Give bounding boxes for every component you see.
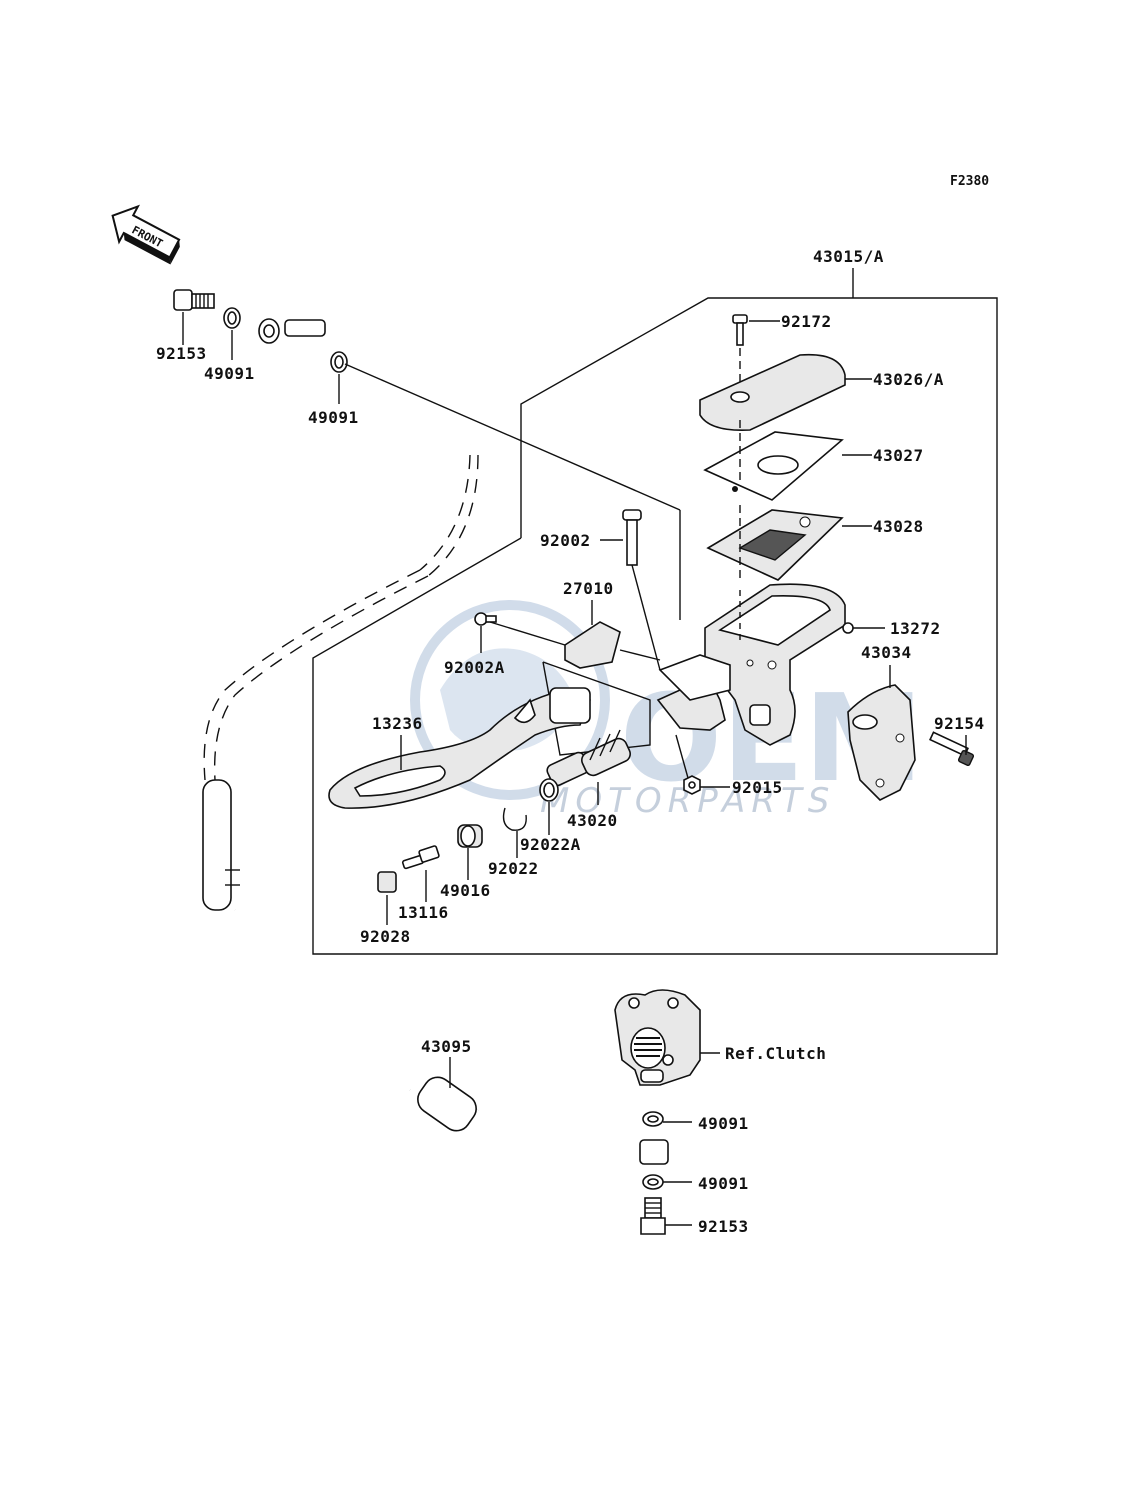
label-43028: 43028 [873, 517, 924, 536]
label-92172: 92172 [781, 312, 832, 331]
clutch-slave-cylinder [614, 989, 701, 1086]
label-92015: 92015 [732, 778, 783, 797]
label-92154: 92154 [934, 714, 985, 733]
banjo-bolt-92153-bottom [640, 1197, 666, 1235]
label-13272: 13272 [890, 619, 941, 638]
label-49091-a: 49091 [204, 364, 255, 383]
diaphragm-plate-43027 [703, 431, 844, 501]
label-27010: 27010 [563, 579, 614, 598]
label-92002: 92002 [540, 531, 591, 550]
screw-13272 [842, 622, 854, 634]
label-43034: 43034 [861, 643, 912, 662]
label-92002A: 92002A [444, 658, 505, 677]
front-arrow-icon: FRONT [111, 204, 181, 265]
label-49091-d: 49091 [698, 1174, 749, 1193]
label-13236: 13236 [372, 714, 423, 733]
diagram-code: F2380 [950, 174, 989, 189]
label-92022A: 92022A [520, 835, 581, 854]
piston-43020 [546, 729, 631, 787]
clutch-hose [202, 282, 669, 1165]
switch-27010 [564, 621, 621, 669]
screw-92172 [732, 314, 748, 346]
part-labels: 43015/A 92172 43026/A 43027 43028 92002 … [156, 247, 985, 1236]
diaphragm-43028 [706, 509, 844, 581]
clamp-43034 [847, 684, 916, 801]
label-43020: 43020 [567, 811, 618, 830]
label-49091-b: 49091 [308, 408, 359, 427]
banjo-bolt-92153-top [173, 289, 215, 311]
label-49016: 49016 [440, 881, 491, 900]
label-13116: 13116 [398, 903, 449, 922]
label-92153-top: 92153 [156, 344, 207, 363]
lever-holder [656, 654, 731, 731]
nut-92015 [683, 775, 701, 795]
cap-92028 [377, 871, 397, 893]
label-43026: 43026/A [873, 370, 944, 389]
label-49091-c: 49091 [698, 1114, 749, 1133]
label-43095: 43095 [421, 1037, 472, 1056]
boot-49016 [457, 824, 483, 848]
label-43015: 43015/A [813, 247, 884, 266]
label-43027: 43027 [873, 446, 924, 465]
label-92153-bottom: 92153 [698, 1217, 749, 1236]
circlip-92022 [502, 807, 527, 831]
reservoir-cover-43026 [699, 353, 846, 432]
clutch-lever-13236 [328, 687, 591, 809]
label-92028: 92028 [360, 927, 411, 946]
label-ref-clutch: Ref.Clutch [725, 1044, 826, 1063]
push-rod-13116 [401, 845, 440, 870]
pivot-bolt-92002 [622, 509, 642, 566]
label-92022: 92022 [488, 859, 539, 878]
assembly-outline [312, 297, 998, 955]
screw-92002A [474, 612, 497, 626]
bolt-92154 [929, 731, 975, 767]
